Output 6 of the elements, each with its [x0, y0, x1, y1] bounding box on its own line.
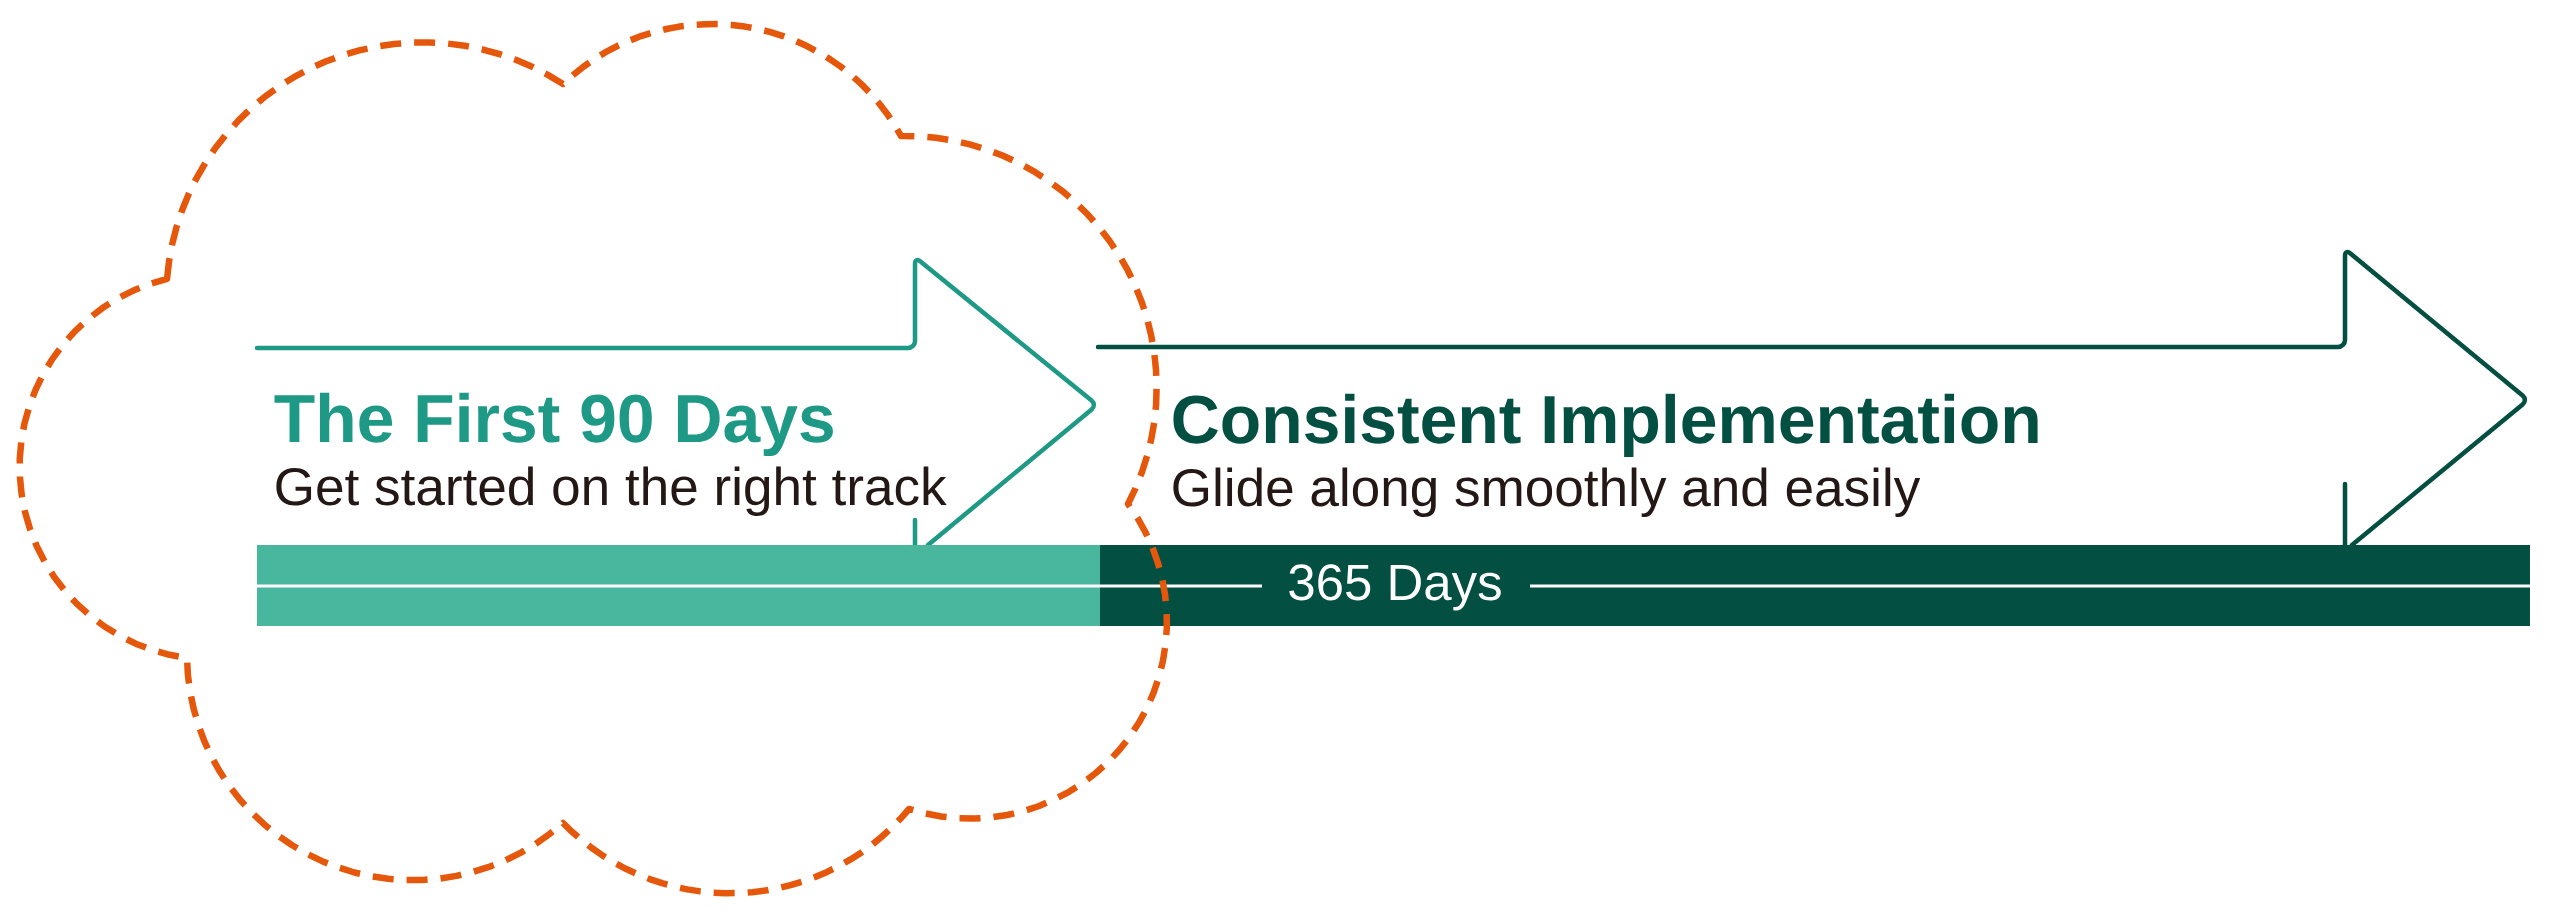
phase-subtitle: Glide along smoothly and easily [1173, 467, 1921, 518]
phase-subtitle: Get started on the right track [276, 466, 947, 517]
phase-title: Consistent Implementation [1173, 393, 2038, 458]
duration-label: 365 Days [1289, 564, 1501, 611]
phase-title: The First 90 Days [274, 392, 833, 457]
cloud-outline [16, 20, 1171, 897]
